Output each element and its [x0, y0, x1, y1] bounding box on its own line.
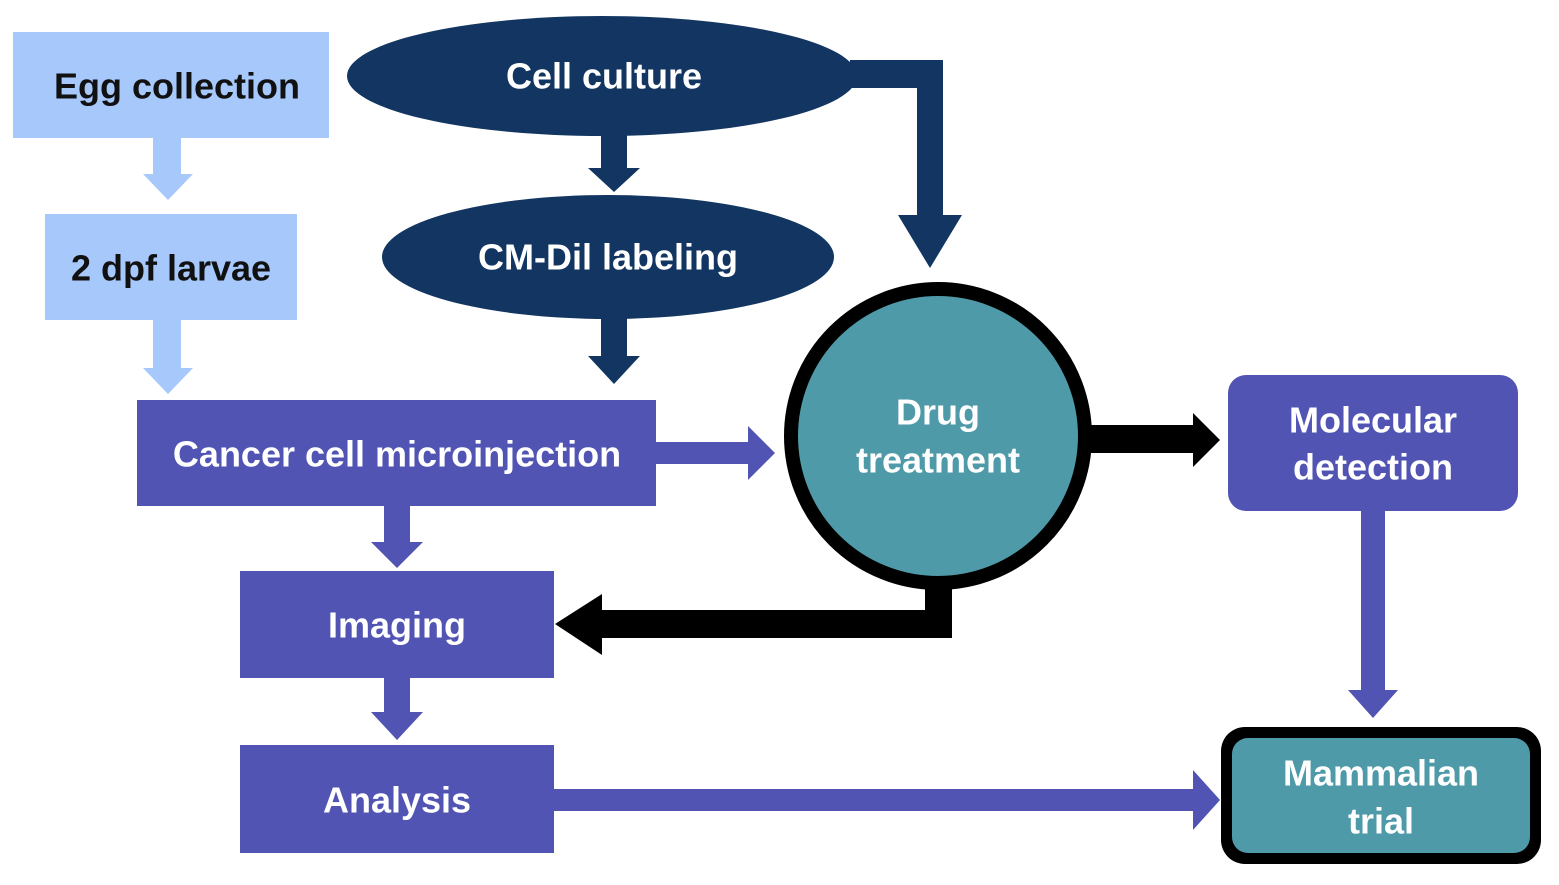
arrow-analysis-to-mammalian	[553, 770, 1220, 830]
arrow-drug-to-imaging	[555, 585, 952, 655]
node-mammalian-trial-label-line2: trial	[1348, 801, 1414, 842]
arrow-imaging-to-analysis	[371, 678, 423, 740]
node-molecular-detection-label-line1: Molecular	[1289, 400, 1457, 441]
node-egg-collection-label: Egg collection	[54, 66, 300, 107]
node-drug-treatment-label-line1: Drug	[896, 392, 980, 433]
node-molecular-detection: Molecular detection	[1228, 375, 1518, 511]
arrow-molecular-to-mammalian	[1348, 510, 1398, 718]
arrow-drug-to-molecular	[1090, 413, 1220, 467]
node-2dpf-larvae-label: 2 dpf larvae	[71, 248, 271, 289]
node-analysis: Analysis	[240, 745, 554, 853]
node-cancer-cell-microinjection: Cancer cell microinjection	[137, 400, 656, 506]
node-cell-culture-label: Cell culture	[506, 56, 702, 97]
node-molecular-detection-label-line2: detection	[1293, 447, 1453, 488]
arrow-culture-to-drug	[850, 60, 962, 268]
node-mammalian-trial-label-line1: Mammalian	[1283, 753, 1479, 794]
node-cmdil-labeling-label: CM-Dil labeling	[478, 237, 738, 278]
arrow-culture-to-cmdil	[588, 132, 640, 192]
node-mammalian-trial: Mammalian trial	[1221, 727, 1541, 864]
arrow-microinjection-to-drug	[656, 426, 775, 480]
node-microinjection-label: Cancer cell microinjection	[173, 434, 621, 475]
node-cell-culture: Cell culture	[347, 16, 857, 136]
arrow-microinjection-to-imaging	[371, 506, 423, 568]
node-egg-collection: Egg collection	[13, 32, 329, 138]
arrow-egg-to-larvae	[143, 138, 193, 200]
node-imaging: Imaging	[240, 571, 554, 678]
node-drug-treatment: Drug treatment	[784, 282, 1092, 590]
arrow-larvae-to-microinjection	[143, 320, 193, 394]
node-cmdil-labeling: CM-Dil labeling	[382, 195, 834, 319]
node-drug-treatment-label-line2: treatment	[856, 440, 1020, 481]
arrow-cmdil-to-microinjection	[588, 318, 640, 384]
node-imaging-label: Imaging	[328, 605, 466, 646]
node-analysis-label: Analysis	[323, 780, 471, 821]
node-2dpf-larvae: 2 dpf larvae	[45, 214, 297, 320]
